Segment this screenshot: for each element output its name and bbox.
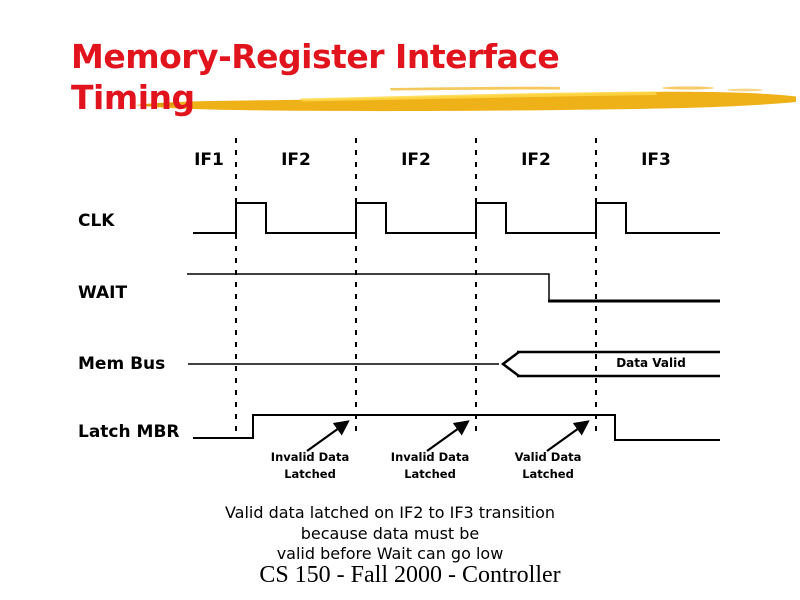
bus-data-valid-label: Data Valid: [616, 356, 686, 370]
caption-line1: Valid data latched on IF2 to IF3 transit…: [224, 503, 556, 522]
signal-label-clk: CLK: [78, 211, 115, 231]
annotation-line2: Latched: [404, 467, 456, 481]
annotation-line2: Latched: [522, 467, 574, 481]
annotation-line2: Latched: [284, 467, 336, 481]
annotation-arrow-3: [546, 420, 590, 452]
annotation-arrow-1: [306, 420, 350, 452]
caption-line2: because data must be: [300, 523, 480, 543]
caption: Valid data latched on IF2 to IF3 transit…: [100, 503, 680, 565]
membus-valid-chevron: [500, 351, 520, 377]
phase-label-if1: IF1: [194, 150, 224, 170]
annotation-line1: Valid Data: [514, 450, 582, 464]
slide-title-line2: Timing: [71, 78, 195, 117]
slide-title: Memory-Register Interface Timing: [71, 36, 560, 118]
annotation-valid-data: Valid Data Latched: [488, 449, 608, 483]
clk-waveform: [193, 202, 720, 234]
latchmbr-waveform: [193, 414, 720, 441]
annotation-invalid-data-1: Invalid Data Latched: [250, 449, 370, 483]
annotation-line1: Invalid Data: [390, 450, 470, 464]
wait-waveform-high: [187, 273, 550, 300]
signal-label-wait: WAIT: [78, 283, 128, 303]
caption-line3: valid before Wait can go low: [276, 544, 504, 563]
phase-label-if2c: IF2: [521, 150, 551, 170]
signal-label-latchmbr: Latch MBR: [78, 422, 180, 442]
phase-label-if3: IF3: [641, 150, 671, 170]
slide-footer: CS 150 - Fall 2000 - Controller: [259, 562, 561, 588]
annotation-line1: Invalid Data: [270, 450, 350, 464]
annotation-invalid-data-2: Invalid Data Latched: [370, 449, 490, 483]
slide-title-line1: Memory-Register Interface: [71, 37, 560, 76]
phase-label-if2a: IF2: [281, 150, 311, 170]
annotation-arrow-2: [426, 420, 470, 452]
phase-label-if2b: IF2: [401, 150, 431, 170]
title-highlight-swoosh: [136, 86, 796, 112]
signal-label-membus: Mem Bus: [78, 354, 166, 374]
